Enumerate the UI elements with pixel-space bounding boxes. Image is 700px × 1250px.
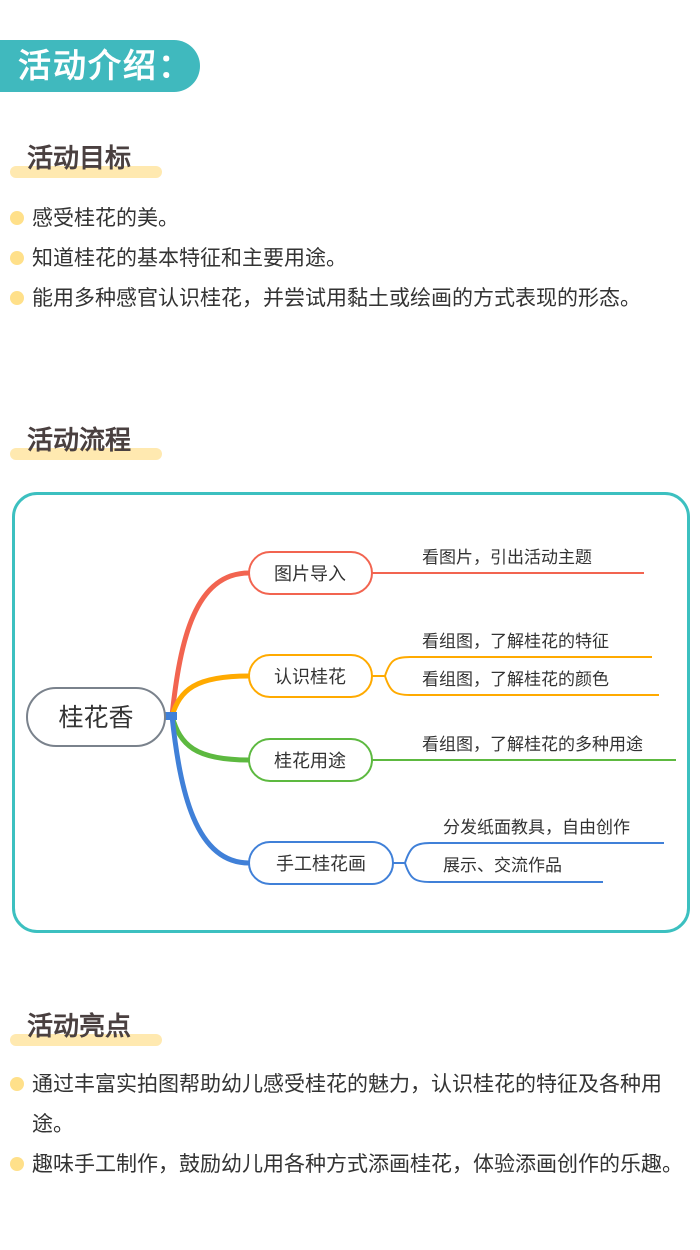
branch-label: 桂花用途 bbox=[274, 751, 346, 772]
leaf-label: 看组图，了解桂花的多种用途 bbox=[422, 735, 643, 755]
leaf-label: 分发纸面教具，自由创作 bbox=[443, 818, 630, 838]
branch-label: 手工桂花画 bbox=[276, 854, 366, 875]
mindmap-frame bbox=[12, 492, 690, 933]
branch-connector bbox=[169, 673, 250, 717]
leaf-label: 看组图，了解桂花的颜色 bbox=[422, 670, 609, 690]
list-item: 通过丰富实拍图帮助幼儿感受桂花的魅力，认识桂花的特征及各种用途。 bbox=[10, 1064, 695, 1144]
goals-heading: 活动目标 bbox=[10, 138, 162, 178]
leaf-label: 展示、交流作品 bbox=[443, 856, 562, 876]
list-item: 趣味手工制作，鼓励幼儿用各种方式添画桂花，体验添画创作的乐趣。 bbox=[10, 1144, 695, 1184]
leaf-line bbox=[404, 862, 603, 883]
root-node bbox=[26, 687, 166, 747]
leaf-line bbox=[372, 656, 652, 677]
branch-label: 图片导入 bbox=[274, 564, 346, 585]
list-item: 感受桂花的美。 bbox=[10, 198, 695, 238]
branch-node bbox=[248, 654, 373, 698]
leaf-line bbox=[384, 675, 659, 696]
root-label: 桂花香 bbox=[58, 703, 133, 732]
highlights-list: 通过丰富实拍图帮助幼儿感受桂花的魅力，认识桂花的特征及各种用途。 趣味手工制作，… bbox=[10, 1064, 695, 1184]
process-heading: 活动流程 bbox=[10, 420, 162, 460]
branch-node bbox=[248, 841, 394, 885]
leaf-label: 看图片，引出活动主题 bbox=[422, 548, 592, 568]
branch-connector bbox=[169, 570, 250, 717]
branch-node bbox=[248, 551, 373, 595]
branch-node bbox=[248, 738, 373, 782]
section-banner: 活动介绍： bbox=[0, 40, 200, 92]
highlights-heading: 活动亮点 bbox=[10, 1006, 162, 1046]
leaf-line bbox=[393, 842, 664, 864]
list-item: 能用多种感官认识桂花，并尝试用黏土或绘画的方式表现的形态。 bbox=[10, 278, 695, 318]
goals-list: 感受桂花的美。 知道桂花的基本特征和主要用途。 能用多种感官认识桂花，并尝试用黏… bbox=[10, 198, 695, 318]
leaf-label: 看组图，了解桂花的特征 bbox=[422, 632, 609, 652]
branch-connector bbox=[169, 715, 250, 763]
branch-connector bbox=[169, 715, 250, 866]
branch-label: 认识桂花 bbox=[274, 667, 346, 688]
list-item: 知道桂花的基本特征和主要用途。 bbox=[10, 238, 695, 278]
